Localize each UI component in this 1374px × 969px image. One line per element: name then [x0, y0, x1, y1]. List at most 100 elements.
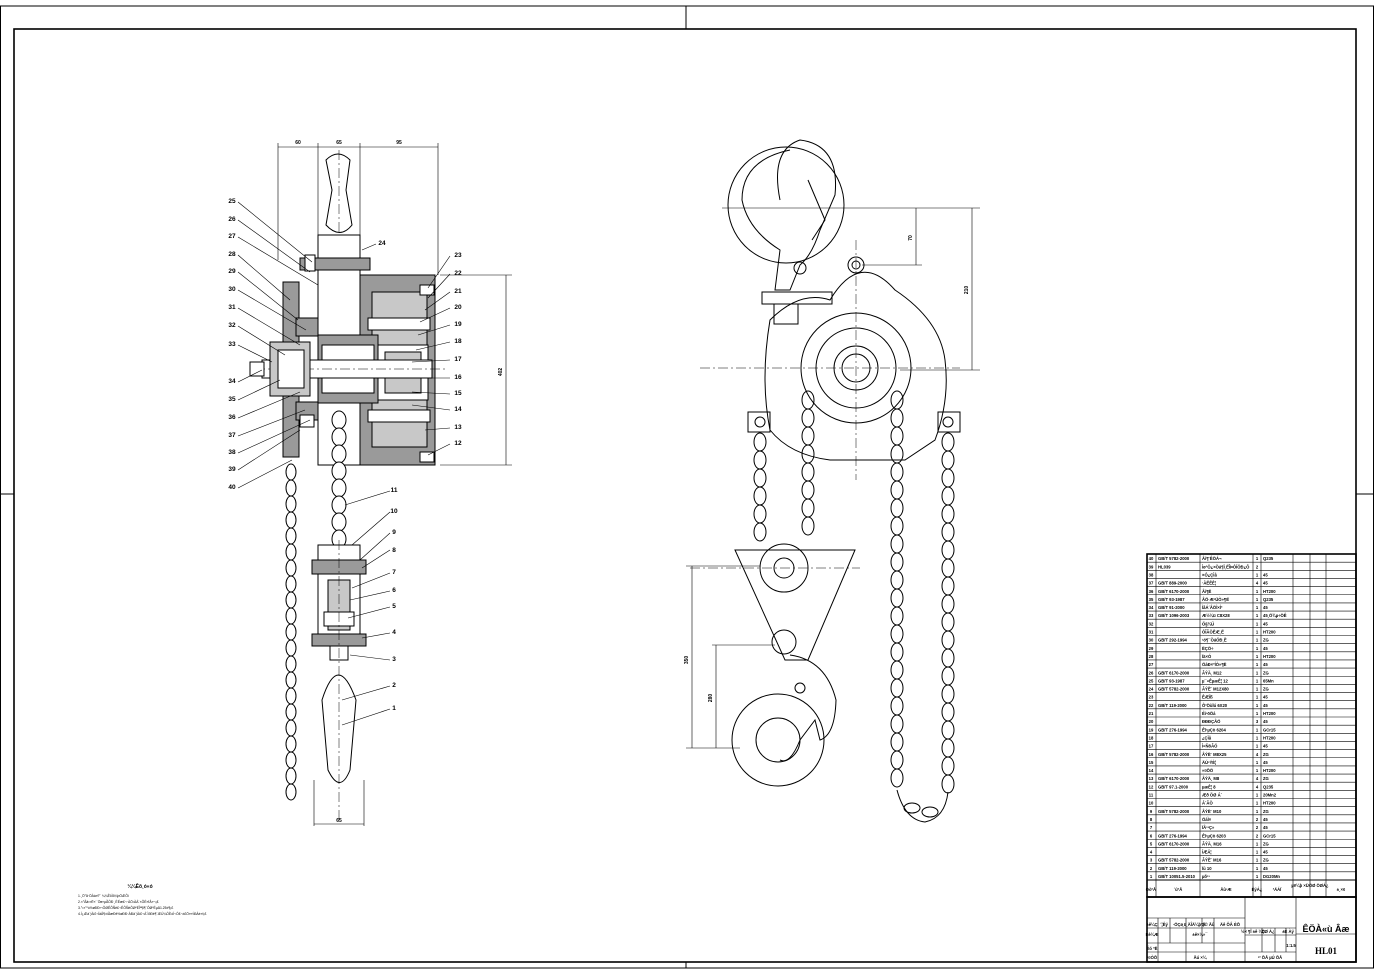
bom-cell: GB/T 889-2000 [1158, 581, 1188, 586]
bom-cell: ZG [1263, 809, 1269, 814]
outer-sheet-border [0, 5, 1374, 969]
bom-cell: 65Mn [1263, 678, 1274, 683]
bom-cell: Âí¶Ë [1202, 589, 1212, 594]
bom-cell: ÏÂ¹³Ç» [1201, 825, 1215, 830]
bom-cell: DG20Mn [1263, 874, 1280, 879]
bom-header-name: Ãû³Æ [1220, 887, 1232, 892]
bom-cell: 1 [1256, 654, 1259, 659]
bom-cell: 32 [1149, 621, 1154, 626]
part-label-7: 7 [392, 569, 396, 576]
bom-cell: µæÈ¦ 8 [1202, 784, 1216, 789]
bom-cell: GB/T 97.1-2000 [1158, 784, 1189, 789]
part-label-20: 20 [454, 304, 462, 311]
part-label-30: 30 [228, 286, 236, 293]
front-chain-mid [801, 390, 815, 536]
bom-cell: 1 [1256, 572, 1259, 577]
bom-cell: Éî¹µÇò 6203 [1202, 833, 1226, 838]
part-label-29: 29 [228, 268, 236, 275]
bom-header-code: ´úºÅ [1174, 887, 1183, 892]
tb-mark: ±ê¼Ç [1146, 922, 1157, 927]
bom-cell: ZG [1263, 638, 1269, 643]
bom-cell: GB/T 6170-2000 [1158, 670, 1190, 675]
dim-top-c: 95 [396, 140, 402, 146]
bom-cell: 4 [1256, 752, 1259, 757]
bom-cell: HT200 [1263, 589, 1276, 594]
bom-cell: 45 [1263, 581, 1268, 586]
bom-cell: Ìø°Ö¿×Öá¶Ì¸ËÎÞÓÍÖÐ¿Õ [1201, 564, 1250, 569]
bom-cell: 17 [1149, 744, 1154, 749]
part-label-5: 5 [392, 603, 396, 610]
part-label-23: 23 [454, 252, 462, 259]
technical-notes: ¼¼Êõ¸ó«ó 1.¸Ö°å·ÖÀà¤Ï°´ ¼¼ÊõÌõ¼þÖÆÔì 2.×… [78, 882, 207, 916]
bom-cell: GB/T 119-2000 [1158, 703, 1187, 708]
bom-cell: µõ¹³ [1202, 874, 1210, 879]
bom-cell: 31 [1149, 630, 1154, 635]
bom-cell: 1 [1256, 801, 1259, 806]
bom-cell: 45 [1263, 825, 1268, 830]
tb-zone: ·ÖÇø [1173, 922, 1184, 927]
part-label-39: 39 [228, 466, 236, 473]
tb-design: Éè¼Æ [1146, 932, 1160, 937]
part-label-8: 8 [392, 547, 396, 554]
bom-cell: GB/T 10051.5-2010 [1158, 874, 1196, 879]
notes-title: ¼¼Êõ¸ó«ó [127, 882, 152, 890]
bom-header-qty: ÊýÁ¿ [1252, 887, 1263, 892]
bom-cell: 1 [1256, 670, 1259, 675]
bom-cell: ZG [1263, 776, 1269, 781]
bom-cell: 45 [1263, 719, 1268, 724]
bom-cell: ÂÝË¨ M8X25 [1202, 752, 1227, 757]
tb-scale: 1:1.5 [1286, 943, 1296, 948]
bom-cell: ËÇÖ÷ [1202, 646, 1214, 651]
bom-cell: 1 [1256, 727, 1259, 732]
note-line-1: 1.¸Ö°å·ÖÀà¤Ï°´ ¼¼ÊõÌõ¼þÖÆÔì [78, 893, 129, 898]
bom-cell: 35 [1149, 597, 1154, 602]
bom-cell: 22 [1149, 703, 1154, 708]
bom-cell: 16 [1149, 752, 1154, 757]
bom-cell: HT200 [1263, 801, 1276, 806]
part-label-3: 3 [392, 656, 396, 663]
title-block: ±ê¼Ç ´¦Êý ·ÖÇø ¸ü¸ÄÎÄ¼þºÅ Ç© Ãû Äê ÔÂ ÈÕ… [1146, 896, 1357, 963]
bom-cell: ZG [1263, 841, 1269, 846]
bom-cell: 34 [1149, 605, 1154, 610]
part-label-38: 38 [228, 449, 236, 456]
bom-cell: HT200 [1263, 735, 1276, 740]
tb-check: Éó ºË [1147, 946, 1158, 951]
part-label-40: 40 [228, 484, 236, 491]
bom-cell: GB/T 276-1994 [1158, 833, 1188, 838]
bom-cell: 45 [1263, 817, 1268, 822]
bom-cell: 1 [1256, 687, 1259, 692]
bom-cell: 45 [1263, 850, 1268, 855]
bom-cell: ÈÆÏß [1202, 695, 1213, 700]
bom-cell: ÓÎÂÖÈÆ¸Ë [1202, 630, 1224, 635]
load-chain-center [331, 410, 347, 549]
bom-cell: 7 [1150, 825, 1153, 830]
bom-cell: GB/T 119-2000 [1158, 866, 1187, 871]
bom-cell: 1 [1256, 589, 1259, 594]
bom-cell: HT200 [1263, 630, 1276, 635]
bom-cell: 1 [1256, 711, 1259, 716]
part-label-1: 1 [392, 705, 396, 712]
bom-cell: GB/T 93-1987 [1158, 678, 1185, 683]
bom-cell: 1 [1256, 809, 1259, 814]
bom-cell: 1 [1256, 858, 1259, 863]
tb-sign: Ç© Ãû [1202, 922, 1215, 927]
bom-cell: 1 [1256, 793, 1259, 798]
bom-cell: 15 [1149, 760, 1154, 765]
part-label-31: 31 [228, 304, 236, 311]
bom-cell: 11 [1149, 793, 1154, 798]
bom-cell: 1 [1256, 735, 1259, 740]
part-label-14: 14 [454, 406, 462, 413]
part-label-26: 26 [228, 216, 236, 223]
bom-cell: Ì«ÑôÂÖ [1201, 744, 1218, 749]
part-label-16: 16 [454, 374, 462, 381]
bom-cell: 45¸Ö¾­µ÷ÖÊ [1263, 613, 1287, 618]
bom-cell: 1 [1256, 646, 1259, 651]
drawing-number: HL01 [1315, 946, 1338, 956]
tb-stage: ½× ¶Î ±ê ¼Ç [1241, 929, 1265, 934]
tb-approve: Åú ×¼ [1194, 955, 1207, 960]
bom-cell: 9 [1150, 809, 1153, 814]
bom-cell: 1 [1256, 605, 1259, 610]
part-label-35: 35 [228, 396, 236, 403]
